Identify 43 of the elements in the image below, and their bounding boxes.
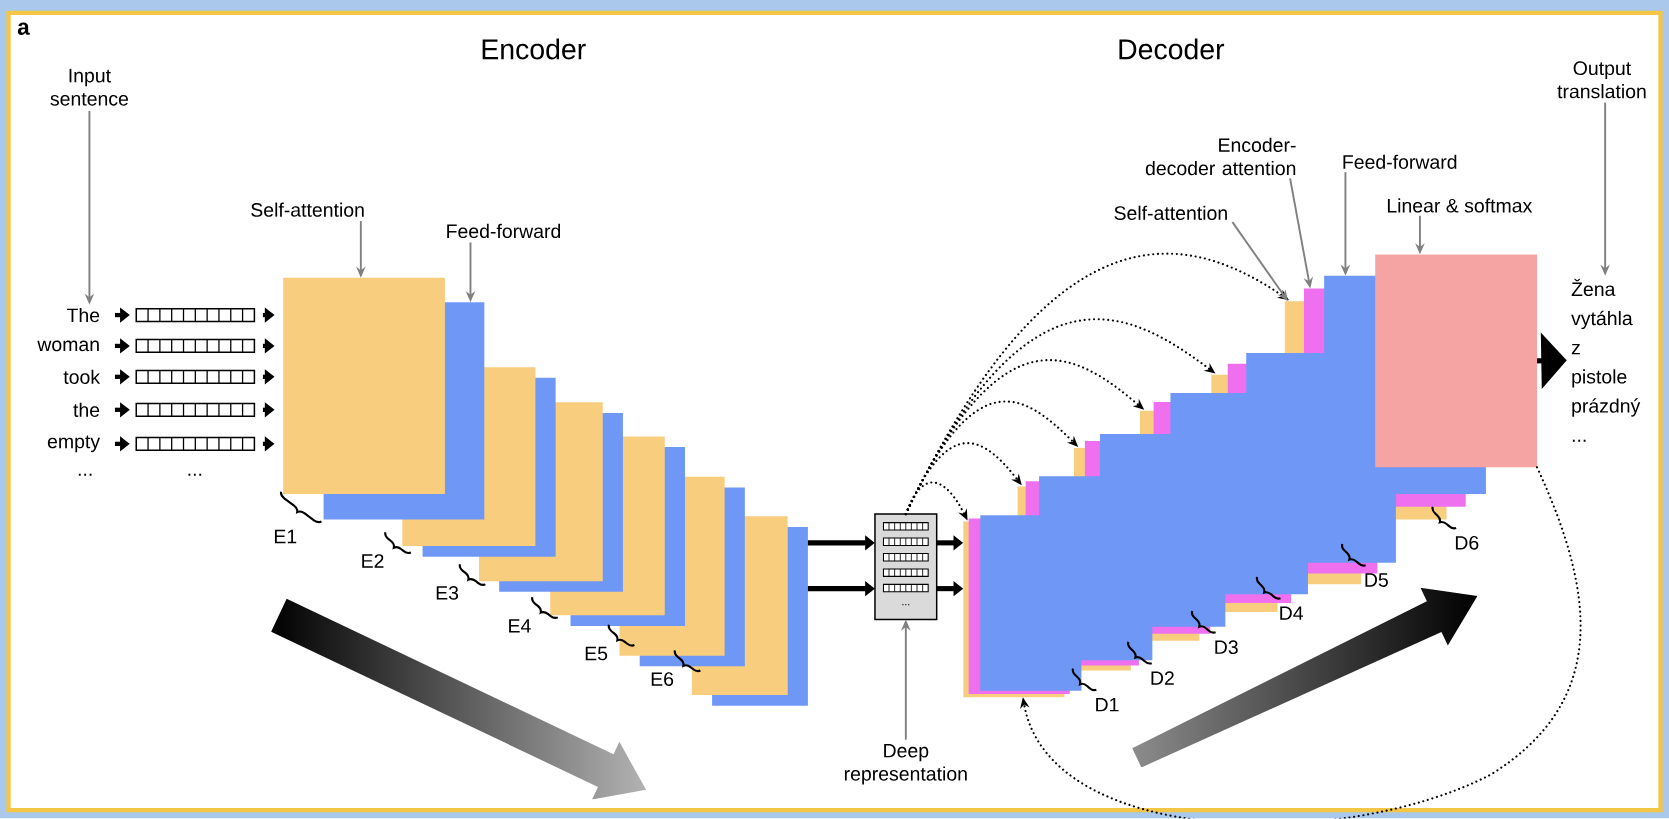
annotation: Self-attention	[251, 202, 364, 218]
output-block	[1375, 254, 1538, 468]
ellipsis: ...	[188, 473, 202, 476]
annotation: Input sentence	[50, 69, 128, 106]
layer-label: E3	[436, 586, 459, 600]
input-word: woman	[37, 340, 99, 352]
ellipsis: ...	[78, 473, 92, 476]
feed-forward-block	[980, 515, 1082, 692]
layer-label: E1	[274, 530, 297, 544]
layer-label: D2	[1151, 671, 1174, 686]
heading: Encoder	[482, 38, 586, 60]
embedding-row	[135, 402, 256, 418]
layer-label: D6	[1455, 536, 1479, 550]
layer-label: D5	[1365, 573, 1388, 588]
panel-letter: a	[17, 22, 30, 36]
output-word-list: Žena vytáhla z pistole prázdný ...	[1571, 279, 1641, 442]
input-word: the	[73, 402, 100, 418]
annotation: Deep representation	[844, 744, 967, 785]
annotation: Output translation	[1557, 61, 1646, 99]
annotation: Self-attention	[1114, 205, 1227, 221]
layer-label: E4	[509, 619, 531, 633]
embedding-row	[135, 308, 256, 323]
layer-label: E6	[651, 672, 674, 687]
layer-label: D4	[1280, 606, 1303, 621]
embedding-row	[135, 436, 256, 452]
self-attention-block	[283, 278, 445, 495]
annotation: Encoder-decoder attention	[1145, 137, 1296, 176]
layer-label: D1	[1096, 698, 1119, 712]
representation-box	[874, 513, 938, 621]
layer-label: E5	[585, 647, 608, 661]
input-word: The	[67, 308, 100, 323]
layer-label: D3	[1215, 640, 1238, 655]
dotted-arrow	[1020, 466, 1582, 819]
input-word: took	[63, 369, 101, 385]
input-word: empty	[47, 435, 100, 453]
annotation: Feed-forward	[1343, 154, 1457, 170]
ellipsis: ...	[902, 604, 910, 606]
embedding-row	[135, 339, 256, 354]
annotation: Linear & softmax	[1387, 198, 1533, 213]
layer-label: E2	[362, 554, 384, 568]
heading: Decoder	[1119, 38, 1225, 60]
annotation: Feed-forward	[447, 224, 561, 239]
embedding-row	[135, 369, 256, 385]
